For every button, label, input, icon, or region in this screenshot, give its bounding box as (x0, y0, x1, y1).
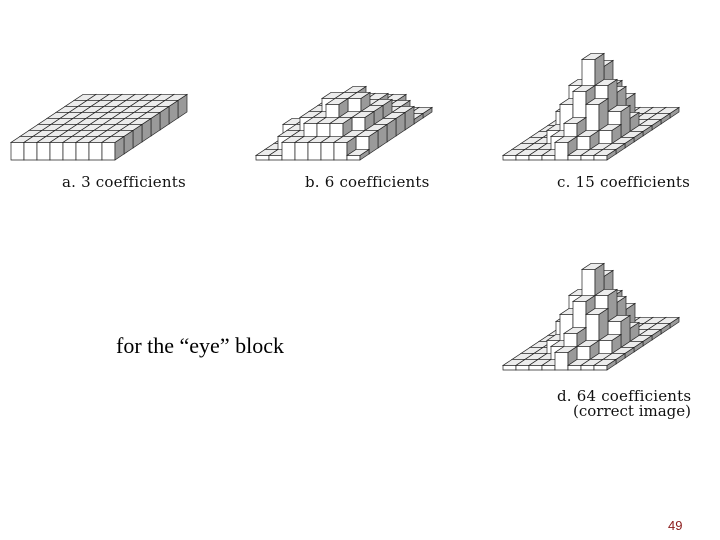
block-front-face (101, 142, 116, 161)
block-top-face (597, 124, 623, 131)
block-top-face (580, 53, 606, 60)
block-top-face (575, 340, 601, 347)
block-front-face (502, 365, 517, 371)
caption-a: a. 3 coefficients (62, 173, 186, 191)
block-top-face (553, 346, 579, 353)
block-top-face (332, 136, 358, 143)
caption-d-sub: (correct image) (573, 402, 691, 420)
panel-b-3d-plot (250, 45, 465, 170)
block-front-face (294, 142, 309, 161)
block-front-face (528, 155, 543, 161)
block-top-face (562, 327, 588, 334)
bar3d-plot (9, 93, 189, 161)
block-top-face (346, 92, 372, 99)
block-top-face (571, 295, 597, 302)
block-front-face (515, 155, 530, 161)
block-front-face (593, 155, 608, 161)
block-top-face (328, 117, 354, 124)
block-front-face (502, 155, 517, 161)
block-front-face (567, 155, 582, 161)
block-front-face (268, 155, 283, 161)
block-top-face (592, 149, 618, 156)
block-top-face (350, 111, 376, 118)
block-front-face (88, 142, 103, 161)
block-front-face (515, 365, 530, 371)
block-top-face (592, 359, 618, 366)
slide-text: for the “eye” block (116, 333, 284, 358)
block-front-face (75, 142, 90, 161)
block-top-face (571, 85, 597, 92)
block-top-face (593, 79, 619, 86)
panel-a-3d-plot (5, 45, 220, 170)
block-top-face (345, 149, 371, 156)
block-top-face (584, 308, 610, 315)
block-top-face (100, 136, 126, 143)
block-front-face (580, 155, 595, 161)
block-top-face (597, 334, 623, 341)
block-top-face (580, 263, 606, 270)
block-front-face (346, 155, 361, 161)
block-front-face (593, 365, 608, 371)
block-front-face (281, 142, 296, 161)
caption-d: d. 64 coefficients (557, 387, 692, 405)
block-front-face (541, 155, 556, 161)
bar3d-plot (254, 85, 434, 161)
block-front-face (62, 142, 77, 161)
block-top-face (606, 105, 632, 112)
block-top-face (324, 98, 350, 105)
block-front-face (320, 142, 335, 161)
caption-c: c. 15 coefficients (557, 173, 691, 191)
block-front-face (255, 155, 270, 161)
block-front-face (307, 142, 322, 161)
block-front-face (36, 142, 51, 161)
caption-b: b. 6 coefficients (305, 173, 430, 191)
block-front-face (554, 142, 569, 161)
block-top-face (584, 98, 610, 105)
block-top-face (354, 130, 380, 137)
block-front-face (567, 365, 582, 371)
block-front-face (333, 142, 348, 161)
block-top-face (553, 136, 579, 143)
block-front-face (541, 365, 556, 371)
block-front-face (554, 352, 569, 371)
block-front-face (49, 142, 64, 161)
block-top-face (606, 315, 632, 322)
block-top-face (593, 289, 619, 296)
block-front-face (23, 142, 38, 161)
panel-d-3d-plot (497, 240, 712, 380)
block-front-face (10, 142, 25, 161)
block-top-face (562, 117, 588, 124)
page-number: 49 (668, 518, 683, 533)
bar3d-plot (501, 52, 681, 161)
panel-c-3d-plot (497, 30, 712, 170)
block-front-face (580, 365, 595, 371)
bar3d-plot (501, 262, 681, 371)
block-top-face (575, 130, 601, 137)
block-front-face (528, 365, 543, 371)
